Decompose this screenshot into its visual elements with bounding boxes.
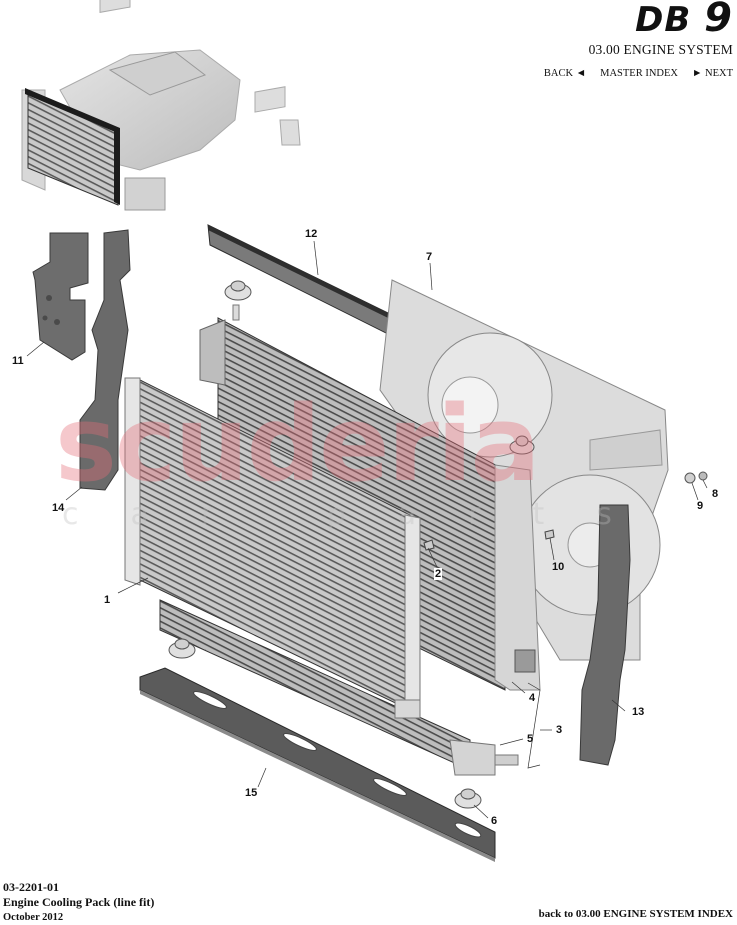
part-2-screw[interactable] xyxy=(423,539,435,551)
diagram-code: 03-2201-01 xyxy=(3,880,59,894)
part-9-washer[interactable] xyxy=(684,472,696,484)
callout-10[interactable]: 10 xyxy=(552,561,565,573)
callout-7[interactable]: 7 xyxy=(426,251,433,263)
diagram-name: Engine Cooling Pack (line fit) xyxy=(3,895,155,909)
callout-6[interactable]: 6 xyxy=(491,815,498,827)
next-link[interactable]: ► NEXT xyxy=(691,68,733,79)
callout-3[interactable]: 3 xyxy=(556,724,563,736)
callout-8[interactable]: 8 xyxy=(712,488,719,500)
navigation: BACK ◄ MASTER INDEX ► NEXT xyxy=(544,68,733,79)
callout-12[interactable]: 12 xyxy=(305,228,318,240)
callout-15[interactable]: 15 xyxy=(245,787,258,799)
part-15-bottom-seal[interactable] xyxy=(139,667,496,862)
model-logo: DB 9 xyxy=(544,0,733,38)
engine-overview-thumbnail xyxy=(21,0,301,211)
diagram-info: 03-2201-01 Engine Cooling Pack (line fit… xyxy=(3,880,154,925)
part-5-oil-cooler[interactable] xyxy=(159,599,519,776)
callout-5[interactable]: 5 xyxy=(527,733,534,745)
part-11-bracket[interactable] xyxy=(32,232,89,361)
part-14-side-seal[interactable] xyxy=(79,229,131,491)
part-8-nut[interactable] xyxy=(698,471,708,481)
model-logo-text: DB xyxy=(635,0,692,40)
part-6-mount-mid[interactable] xyxy=(509,435,535,455)
system-title: 03.00 ENGINE SYSTEM xyxy=(588,42,733,57)
leader-lines xyxy=(26,240,708,819)
back-link[interactable]: BACK ◄ xyxy=(543,68,587,79)
callout-11[interactable]: 11 xyxy=(12,355,24,367)
part-1-condenser[interactable] xyxy=(124,377,421,719)
part-13-side-seal[interactable] xyxy=(579,504,631,766)
part-6-mount[interactable] xyxy=(454,788,482,809)
part-10-clip[interactable] xyxy=(544,529,555,540)
callout-1[interactable]: 1 xyxy=(104,594,111,606)
part-6-mount-lower-left[interactable] xyxy=(168,638,196,659)
back-to-index-link[interactable]: back to 03.00 ENGINE SYSTEM INDEX xyxy=(538,908,733,920)
page-header: DB 9 03.00 ENGINE SYSTEM BACK ◄ MASTER I… xyxy=(544,0,733,79)
part-6-mount-top[interactable] xyxy=(224,280,252,321)
diagram-date: October 2012 xyxy=(3,912,64,923)
master-index-link[interactable]: MASTER INDEX xyxy=(600,68,678,79)
callout-9[interactable]: 9 xyxy=(697,500,704,512)
callout-13[interactable]: 13 xyxy=(632,706,645,718)
model-logo-number: 9 xyxy=(704,0,733,41)
callout-2[interactable]: 2 xyxy=(434,568,443,580)
callout-14[interactable]: 14 xyxy=(52,502,65,514)
callout-4[interactable]: 4 xyxy=(529,692,536,704)
